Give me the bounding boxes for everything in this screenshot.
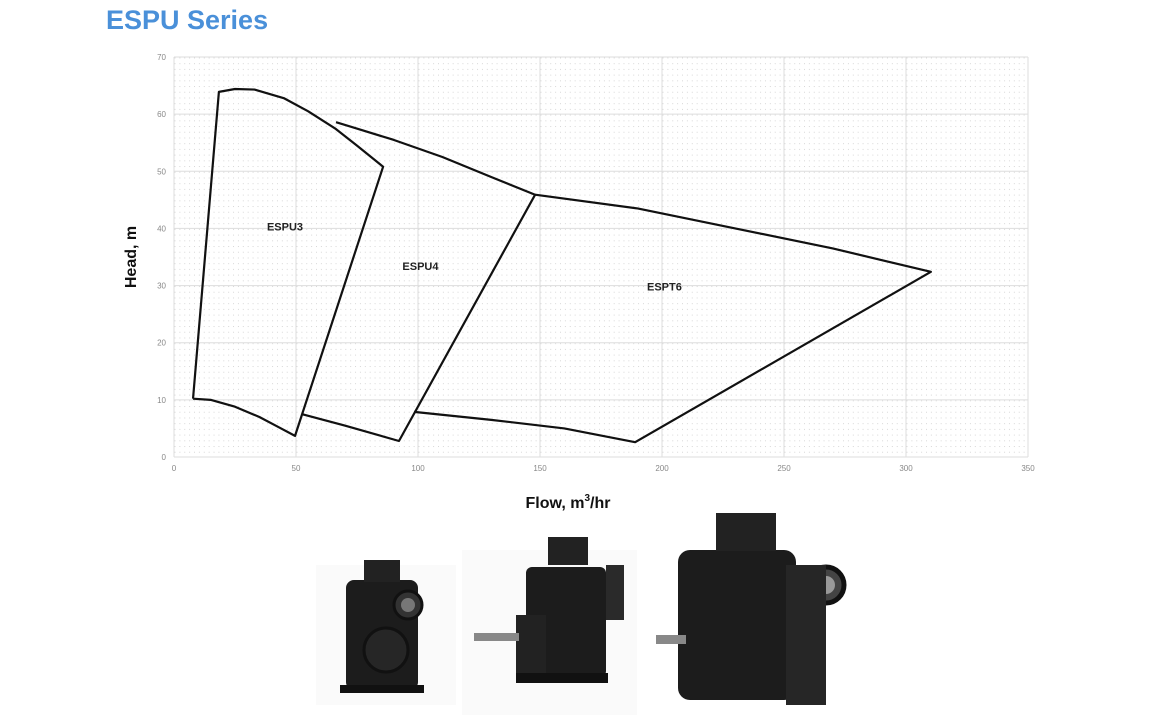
x-tick-label: 300 [899,464,913,473]
page-title: ESPU Series [106,5,269,35]
plot-area [174,57,1028,457]
x-tick-label: 50 [292,464,301,473]
y-tick-label: 50 [157,167,166,176]
x-tick-label: 250 [777,464,791,473]
pump-image-espu4 [462,537,637,715]
region-espu3 [191,87,385,437]
x-tick-label: 150 [533,464,547,473]
y-tick-label: 10 [157,396,166,405]
pump-image-espt6 [646,505,886,720]
y-tick-label: 60 [157,110,166,119]
y-tick-label: 40 [157,224,166,233]
region-espt6 [413,193,932,444]
pump-image-espu3 [316,560,456,705]
x-axis-label: Flow, m3/hr [526,493,611,512]
region-label-espu3: ESPU3 [267,222,303,234]
pump-images [316,505,886,720]
y-tick-label: 0 [162,453,167,462]
y-tick-label: 20 [157,339,166,348]
x-tick-label: 100 [411,464,425,473]
x-tick-label: 350 [1021,464,1035,473]
y-tick-label: 70 [157,53,166,62]
region-label-espt6: ESPT6 [647,282,682,294]
performance-chart: 0 50 100 150 200 250 300 350 0 10 20 30 40 50 60 70 ESP… [123,53,1035,512]
region-espu4 [301,121,537,443]
region-label-espu4: ESPU4 [402,261,439,273]
y-tick-label: 30 [157,282,166,291]
x-tick-label: 0 [172,464,177,473]
x-tick-label: 200 [655,464,669,473]
y-axis-label: Head, m [123,226,140,288]
